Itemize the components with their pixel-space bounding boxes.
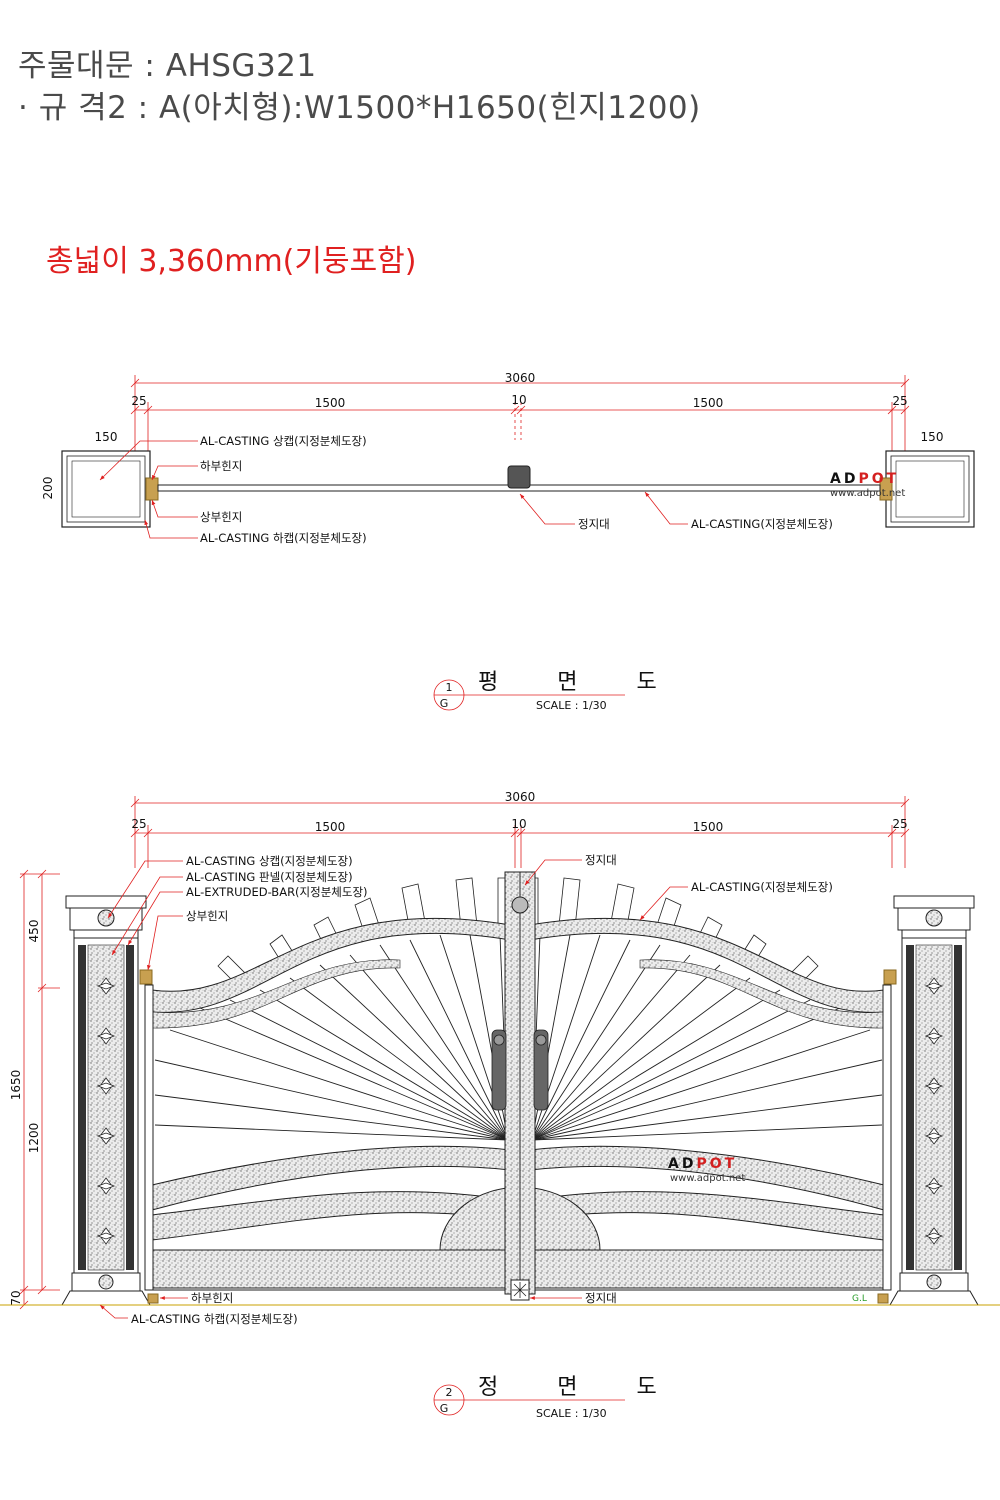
elev-dim-edge-left: 25 bbox=[131, 817, 146, 831]
elev-label-stopper-bottom: 정지대 bbox=[585, 1291, 617, 1305]
elevation-view: 3060 25 1500 10 1500 25 1650 450 1200 70 bbox=[0, 790, 1000, 1420]
elev-view-title: 정 면 도 bbox=[478, 1375, 683, 1400]
plan-label-upper-hinge: 상부힌지 bbox=[200, 510, 242, 524]
elev-view-number: 2 bbox=[446, 1386, 453, 1399]
elevation-dimension-lines bbox=[19, 796, 910, 1310]
elev-dim-height-hinge: 1200 bbox=[27, 1123, 41, 1154]
elev-dim-total: 3060 bbox=[505, 790, 536, 804]
plan-label-bottom-cap: AL-CASTING 하캡(지정분체도장) bbox=[200, 531, 367, 545]
elev-title-block: 2 G 정 면 도 SCALE : 1/30 bbox=[433, 1375, 683, 1420]
plan-label-stopper: 정지대 bbox=[578, 517, 610, 531]
elev-handles bbox=[491, 1029, 549, 1111]
elev-upper-hinge-right bbox=[883, 969, 897, 985]
plan-label-lower-hinge: 하부힌지 bbox=[200, 459, 242, 473]
elev-post-left bbox=[61, 895, 151, 1306]
elev-label-casting: AL-CASTING(지정분체도장) bbox=[691, 880, 833, 894]
elev-label-bottom-cap: AL-CASTING 하캡(지정분체도장) bbox=[131, 1312, 298, 1326]
elev-dim-leaf-left: 1500 bbox=[315, 820, 346, 834]
plan-dim-post-left: 150 bbox=[95, 430, 118, 444]
svg-text:ADPOT: ADPOT bbox=[668, 1156, 737, 1172]
elev-dim-leaf-right: 1500 bbox=[693, 820, 724, 834]
plan-scale: SCALE : 1/30 bbox=[536, 699, 607, 712]
svg-text:www.adpot.net: www.adpot.net bbox=[670, 1173, 745, 1184]
total-width-note: 총넓이 3,360mm(기둥포함) bbox=[46, 244, 417, 279]
elev-scale: SCALE : 1/30 bbox=[536, 1407, 607, 1420]
elev-post-right bbox=[889, 895, 979, 1306]
plan-dim-edge-left: 25 bbox=[131, 394, 146, 408]
elev-lower-hinge-right bbox=[877, 1293, 889, 1304]
elev-dim-height-top: 450 bbox=[27, 920, 41, 943]
svg-text:www.adpot.net: www.adpot.net bbox=[830, 488, 905, 499]
plan-stopper bbox=[507, 465, 531, 489]
elev-ground-label: G.L bbox=[852, 1294, 867, 1304]
elev-gate-leaves bbox=[144, 871, 892, 1301]
plan-dimension-lines bbox=[130, 375, 910, 470]
elev-sheet-ref: G bbox=[440, 1402, 449, 1415]
plan-view: 3060 25 1500 10 1500 25 150 150 200 bbox=[41, 371, 975, 712]
elev-sunburst-bars bbox=[154, 934, 883, 1141]
plan-dim-leaf-left: 1500 bbox=[315, 396, 346, 410]
elev-label-lower-hinge: 하부힌지 bbox=[191, 1291, 233, 1305]
plan-hinge-left bbox=[145, 477, 159, 501]
plan-view-title: 평 면 도 bbox=[478, 670, 683, 695]
plan-post-left bbox=[61, 450, 151, 528]
elev-label-top-cap: AL-CASTING 상캡(지정분체도장) bbox=[186, 854, 353, 868]
elev-lower-hinge-left bbox=[147, 1293, 159, 1304]
plan-dim-leaf-right: 1500 bbox=[693, 396, 724, 410]
title-model: 주물대문 : AHSG321 bbox=[18, 48, 317, 84]
elevation-leaders bbox=[99, 859, 688, 1319]
plan-sheet-ref: G bbox=[440, 697, 449, 710]
elev-dim-gap: 10 bbox=[511, 817, 526, 831]
elev-dim-height-total: 1650 bbox=[9, 1070, 23, 1101]
elev-upper-hinge-left bbox=[139, 969, 153, 985]
elev-dim-edge-right: 25 bbox=[892, 817, 907, 831]
svg-text:ADPOT: ADPOT bbox=[830, 471, 899, 487]
elev-label-bar: AL-EXTRUDED-BAR(지정분체도장) bbox=[186, 885, 368, 899]
plan-dim-edge-right: 25 bbox=[892, 394, 907, 408]
elev-watermark: ADPOT www.adpot.net bbox=[668, 1156, 745, 1184]
elev-label-panel: AL-CASTING 판넬(지정분체도장) bbox=[186, 870, 353, 884]
plan-view-number: 1 bbox=[446, 681, 453, 694]
plan-post-right bbox=[885, 450, 975, 528]
plan-watermark: ADPOT www.adpot.net bbox=[830, 471, 905, 499]
plan-leaders bbox=[99, 440, 688, 539]
plan-dim-post-depth: 200 bbox=[41, 477, 55, 500]
title-spec: · 규 격2 : A(아치형):W1500*H1650(힌지1200) bbox=[18, 90, 701, 126]
plan-title-block: 1 G 평 면 도 SCALE : 1/30 bbox=[433, 670, 683, 712]
plan-label-top-cap: AL-CASTING 상캡(지정분체도장) bbox=[200, 434, 367, 448]
elev-label-upper-hinge: 상부힌지 bbox=[186, 909, 228, 923]
plan-dim-gap: 10 bbox=[511, 393, 526, 407]
plan-dim-total: 3060 bbox=[505, 371, 536, 385]
elev-dim-height-base: 70 bbox=[9, 1290, 23, 1305]
plan-label-casting: AL-CASTING(지정분체도장) bbox=[691, 517, 833, 531]
plan-dim-post-right: 150 bbox=[921, 430, 944, 444]
elev-label-stopper-top: 정지대 bbox=[585, 853, 617, 867]
